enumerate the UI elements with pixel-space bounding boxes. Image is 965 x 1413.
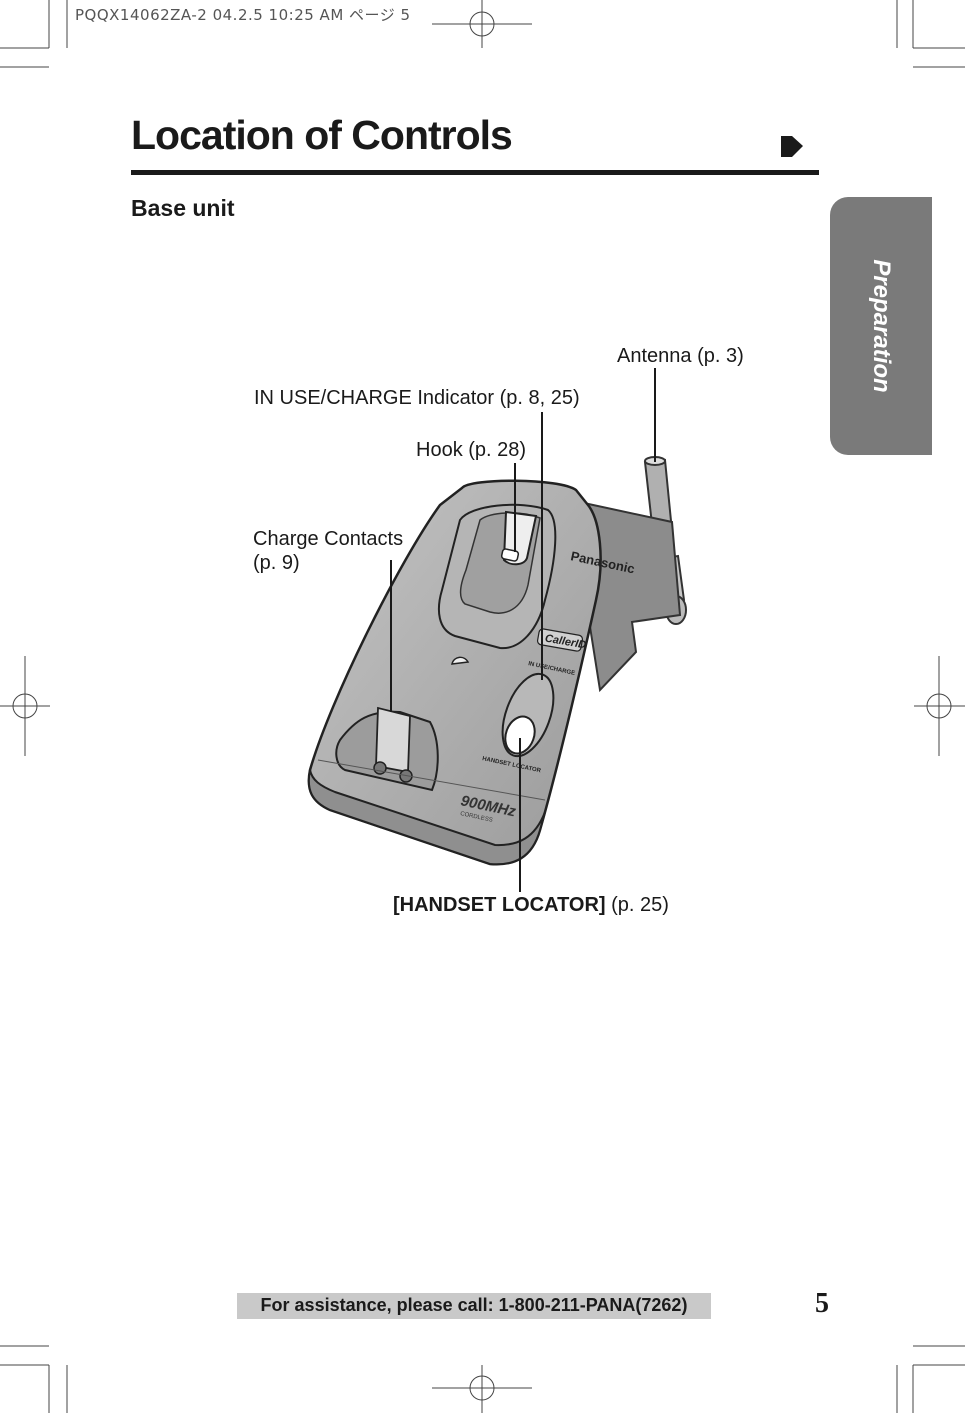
callout-hook: Hook (p. 28) xyxy=(416,439,527,461)
hook-icon xyxy=(500,510,538,566)
caller-id-logo: CallerID xyxy=(536,628,587,652)
footer-text: For assistance, please call: 1-800-211-P… xyxy=(260,1295,688,1315)
page-title: Location of Controls xyxy=(131,112,513,158)
callout-charge-contacts-line2: (p. 9) xyxy=(253,552,300,574)
handset-locator-ref: (p. 25) xyxy=(605,894,669,916)
title-rule xyxy=(131,170,819,175)
side-tab: Preparation xyxy=(830,197,932,455)
callout-in-use-indicator: IN USE/CHARGE Indicator (p. 8, 25) xyxy=(254,387,580,409)
footer-banner: For assistance, please call: 1-800-211-P… xyxy=(237,1293,711,1319)
callout-charge-contacts-line1: Charge Contacts xyxy=(253,528,404,550)
print-slug: PQQX14062ZA-2 04.2.5 10:25 AM ページ 5 xyxy=(75,6,411,24)
handset-locator-key: [HANDSET LOCATOR] xyxy=(393,894,606,916)
charge-contacts-icon xyxy=(373,706,413,783)
page-number: 5 xyxy=(815,1288,829,1319)
section-title: Base unit xyxy=(131,195,235,221)
callout-handset-locator: [HANDSET LOCATOR] (p. 25) xyxy=(393,893,669,917)
callout-antenna: Antenna (p. 3) xyxy=(617,345,744,367)
callout-charge-contacts: Charge Contacts (p. 9) xyxy=(253,527,403,575)
